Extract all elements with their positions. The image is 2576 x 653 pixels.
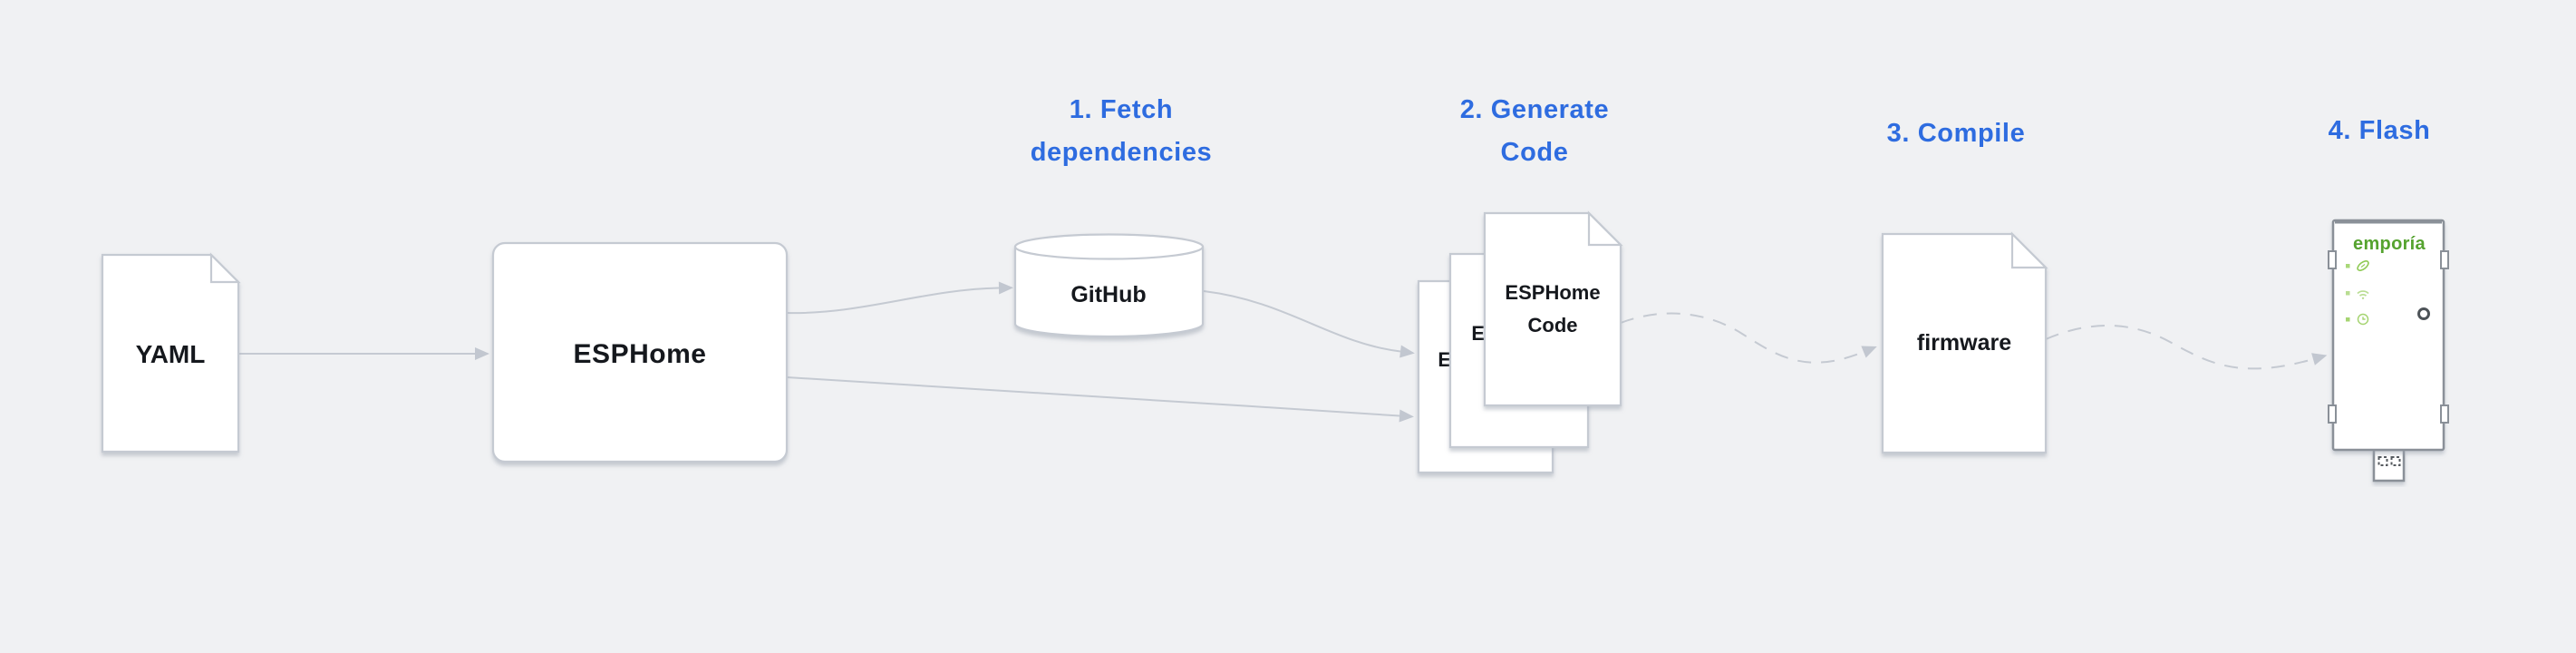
step1-label-line2: dependencies — [1031, 138, 1213, 167]
step2-label-line2: Code — [1501, 138, 1569, 167]
github-cylinder-body — [1013, 247, 1205, 338]
link-icon — [2357, 260, 2369, 271]
wifi-icon — [2357, 290, 2369, 299]
arrow-code-to-firmware — [1620, 312, 1877, 364]
step4-label: 4. Flash — [2329, 116, 2431, 145]
device-brand-label: emporía — [2353, 234, 2426, 254]
github-db-node — [1013, 233, 1205, 338]
esphome-label: ESPHome — [574, 339, 707, 369]
yaml-doc-node — [101, 252, 241, 453]
firmware-doc-shape — [1881, 232, 2048, 454]
led-dot — [2346, 264, 2350, 268]
device-notch — [2440, 250, 2449, 269]
firmware-doc-node — [1881, 231, 2048, 454]
arrow-github-to-code-docs — [1203, 290, 1415, 358]
led-dot — [2346, 317, 2350, 322]
step3-label: 3. Compile — [1887, 119, 2026, 148]
device-node: emporía — [2328, 219, 2449, 482]
yaml-doc-fold — [209, 252, 241, 284]
esphome-box-shape — [491, 241, 789, 463]
firmware-doc-fold — [2010, 231, 2048, 269]
code-doc-front-label-line2: Code — [1528, 314, 1578, 336]
yaml-doc-label: YAML — [136, 340, 206, 368]
device-notch — [2328, 250, 2337, 269]
code-doc-stack: ESPHome Code ESPHome Code ESPHome Code — [1417, 210, 1623, 474]
usb-pin — [2390, 456, 2401, 466]
arrow-esphome-to-code-docs — [786, 376, 1414, 423]
arrow-firmware-to-device — [2045, 324, 2328, 370]
code-doc-front-fold — [1587, 210, 1623, 247]
device-body — [2331, 219, 2445, 452]
step1-label-line1: 1. Fetch — [1070, 95, 1173, 124]
github-label: GitHub — [1070, 282, 1146, 307]
firmware-label: firmware — [1917, 330, 2011, 356]
device-notch — [2440, 404, 2449, 424]
code-doc-front — [1483, 210, 1623, 407]
device-notch — [2328, 404, 2337, 424]
github-cylinder-top — [1013, 233, 1205, 260]
clock-icon — [2357, 313, 2369, 326]
arrow-esphome-to-github — [786, 281, 1013, 315]
led-dot — [2346, 291, 2350, 296]
connectors — [238, 281, 2328, 423]
reset-button — [2417, 307, 2430, 320]
usb-pin — [2377, 456, 2388, 466]
code-doc-front-shape — [1483, 211, 1622, 407]
step-labels: 1. Fetch dependencies 2. Generate Code 3… — [1031, 95, 2431, 167]
esphome-node — [491, 241, 789, 463]
yaml-doc-shape — [101, 253, 240, 453]
code-doc-front-label-line1: ESPHome — [1505, 281, 1600, 304]
step2-label-line1: 2. Generate — [1460, 95, 1610, 124]
